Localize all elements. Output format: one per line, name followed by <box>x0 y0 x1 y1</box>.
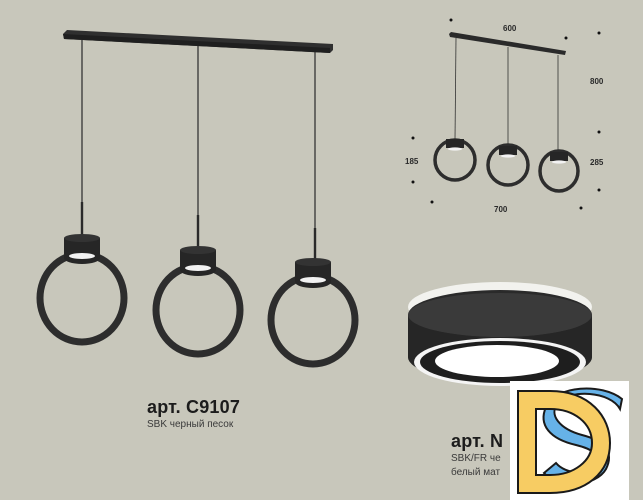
dimension-right-height: 285 <box>590 158 604 167</box>
product-finish-secondary-line1: SBK/FR че <box>451 453 501 464</box>
dimension-height: 800 <box>590 77 604 86</box>
product-finish-secondary-line2: белый мат <box>451 467 501 478</box>
dimension-left-height: 185 <box>405 157 419 166</box>
ds-watermark-logo <box>510 381 629 500</box>
ds-logo-icon <box>517 387 624 494</box>
dimension-top-width: 600 <box>503 24 517 33</box>
product-article-secondary: арт. N <box>451 431 504 451</box>
product-finish-main: SBK черный песок <box>147 419 234 430</box>
product-article-main: арт. C9107 <box>147 397 241 417</box>
dimension-bottom-width: 700 <box>494 205 508 214</box>
